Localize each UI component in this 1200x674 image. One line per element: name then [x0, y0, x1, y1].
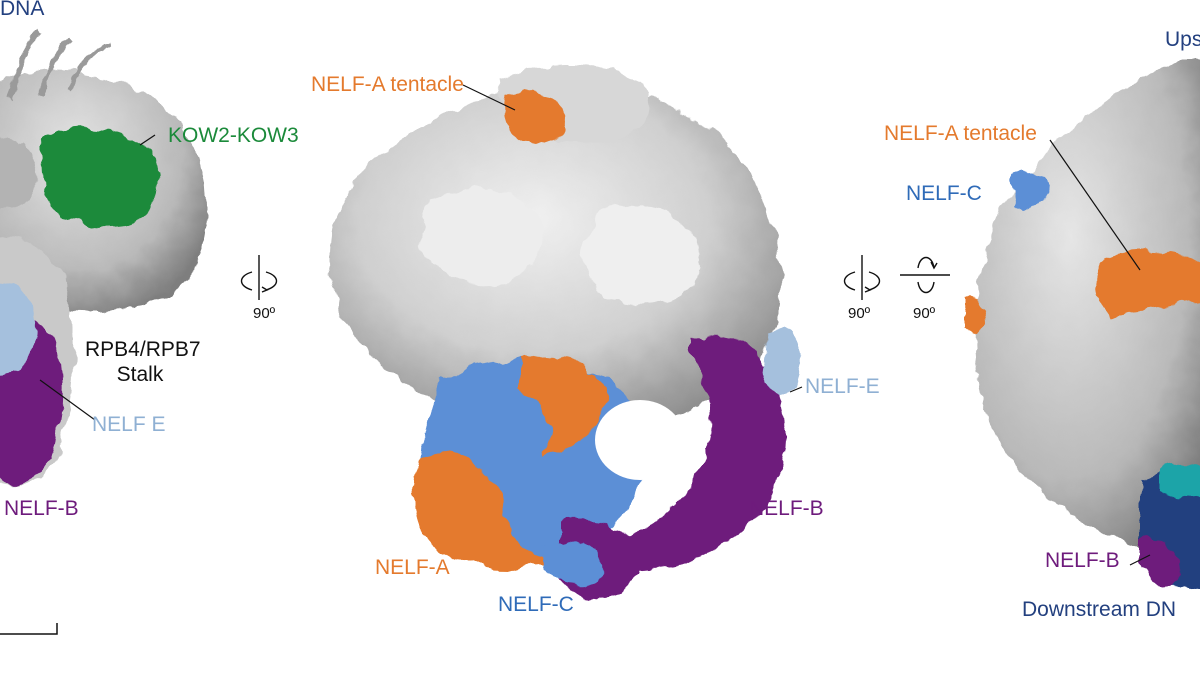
- label-middle-nelf-c: NELF-C: [498, 593, 574, 616]
- label-right-upstream: Ups: [1165, 28, 1200, 51]
- leader-right-tentacle: [1049, 139, 1141, 271]
- leader-right-nelf-b: [1129, 554, 1151, 566]
- middle-structure: [330, 65, 801, 599]
- label-right-nelf-c: NELF-C: [906, 182, 982, 205]
- label-middle-nelf-e: NELF-E: [805, 375, 880, 398]
- rotation-label-1: 90º: [253, 305, 276, 322]
- rotate-y-icon: [843, 255, 881, 300]
- label-left-nelf-e: NELF E: [92, 413, 166, 436]
- leader-lines: [39, 84, 1151, 566]
- leader-middle-tentacle: [462, 84, 516, 111]
- leader-middle-nelf-e: [789, 386, 803, 393]
- label-middle-tentacle: NELF-A tentacle: [311, 73, 464, 96]
- label-stalk: RPB4/RPB7 Stalk: [85, 338, 201, 386]
- label-left-dna: DNA: [0, 0, 45, 20]
- middle-hole: [595, 400, 685, 480]
- label-middle-nelf-b: NELF-B: [749, 497, 824, 520]
- label-middle-nelf-a: NELF-A: [375, 556, 450, 579]
- leader-left-nelf-e: [39, 379, 96, 421]
- label-stalk-line2: Stalk: [116, 363, 164, 386]
- left-dna-strands: [7, 28, 111, 101]
- right-structure: [965, 60, 1200, 589]
- rotation-label-2b: 90º: [913, 305, 936, 322]
- label-right-tentacle: NELF-A tentacle: [884, 122, 1037, 145]
- label-right-nelf-b: NELF-B: [1045, 549, 1120, 572]
- label-stalk-line1: RPB4/RPB7: [85, 338, 201, 361]
- leader-kow: [139, 134, 156, 146]
- rotate-y-icon: [240, 255, 278, 300]
- scale-bar: [0, 623, 58, 635]
- label-right-downstream: Downstream DN: [1022, 598, 1177, 621]
- left-structure: [0, 69, 207, 486]
- label-left-nelf-b: NELF-B: [4, 497, 79, 520]
- rotate-x-icon: [900, 256, 950, 294]
- rotation-label-2a: 90º: [848, 305, 871, 322]
- label-kow: KOW2-KOW3: [168, 124, 299, 147]
